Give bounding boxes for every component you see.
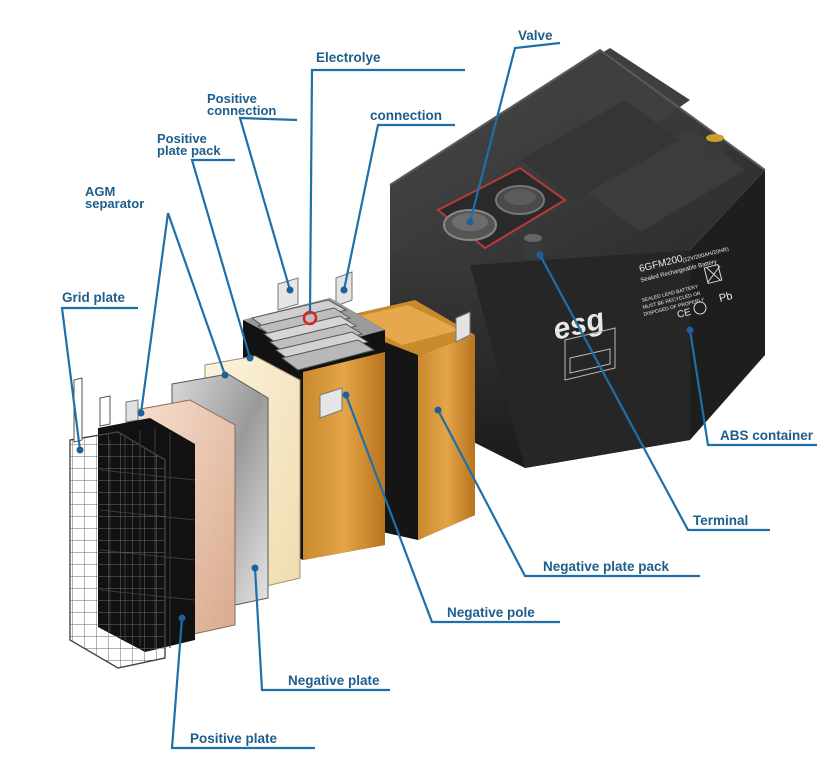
- label-agm-separator-line2: separator: [85, 196, 144, 211]
- label-agm-separator-line1: AGM: [85, 184, 115, 199]
- leader-lines: [60, 41, 817, 750]
- label-positive-connection-line2: connection: [207, 103, 276, 118]
- label-grid-plate: Grid plate: [62, 290, 126, 305]
- labels: Valve Electrolye Positive connection con…: [62, 28, 814, 746]
- label-positive-connection-line1: Positive: [207, 91, 257, 106]
- label-connection: connection: [370, 108, 442, 123]
- label-positive-plate-pack-line1: Positive: [157, 131, 207, 146]
- grid-plate-sheet: [69, 377, 166, 669]
- label-electrolyte: Electrolye: [316, 50, 381, 65]
- label-abs-container: ABS container: [720, 428, 814, 443]
- label-negative-plate: Negative plate: [288, 673, 380, 688]
- label-negative-plate-pack: Negative plate pack: [543, 559, 670, 574]
- label-valve: Valve: [518, 28, 553, 43]
- pb-mark: Pb: [718, 290, 734, 305]
- label-positive-plate: Positive plate: [190, 731, 278, 746]
- label-terminal: Terminal: [693, 513, 748, 528]
- ce-mark: CE: [676, 307, 692, 321]
- label-positive-plate-pack-line2: plate pack: [157, 143, 221, 158]
- label-negative-pole: Negative pole: [447, 605, 535, 620]
